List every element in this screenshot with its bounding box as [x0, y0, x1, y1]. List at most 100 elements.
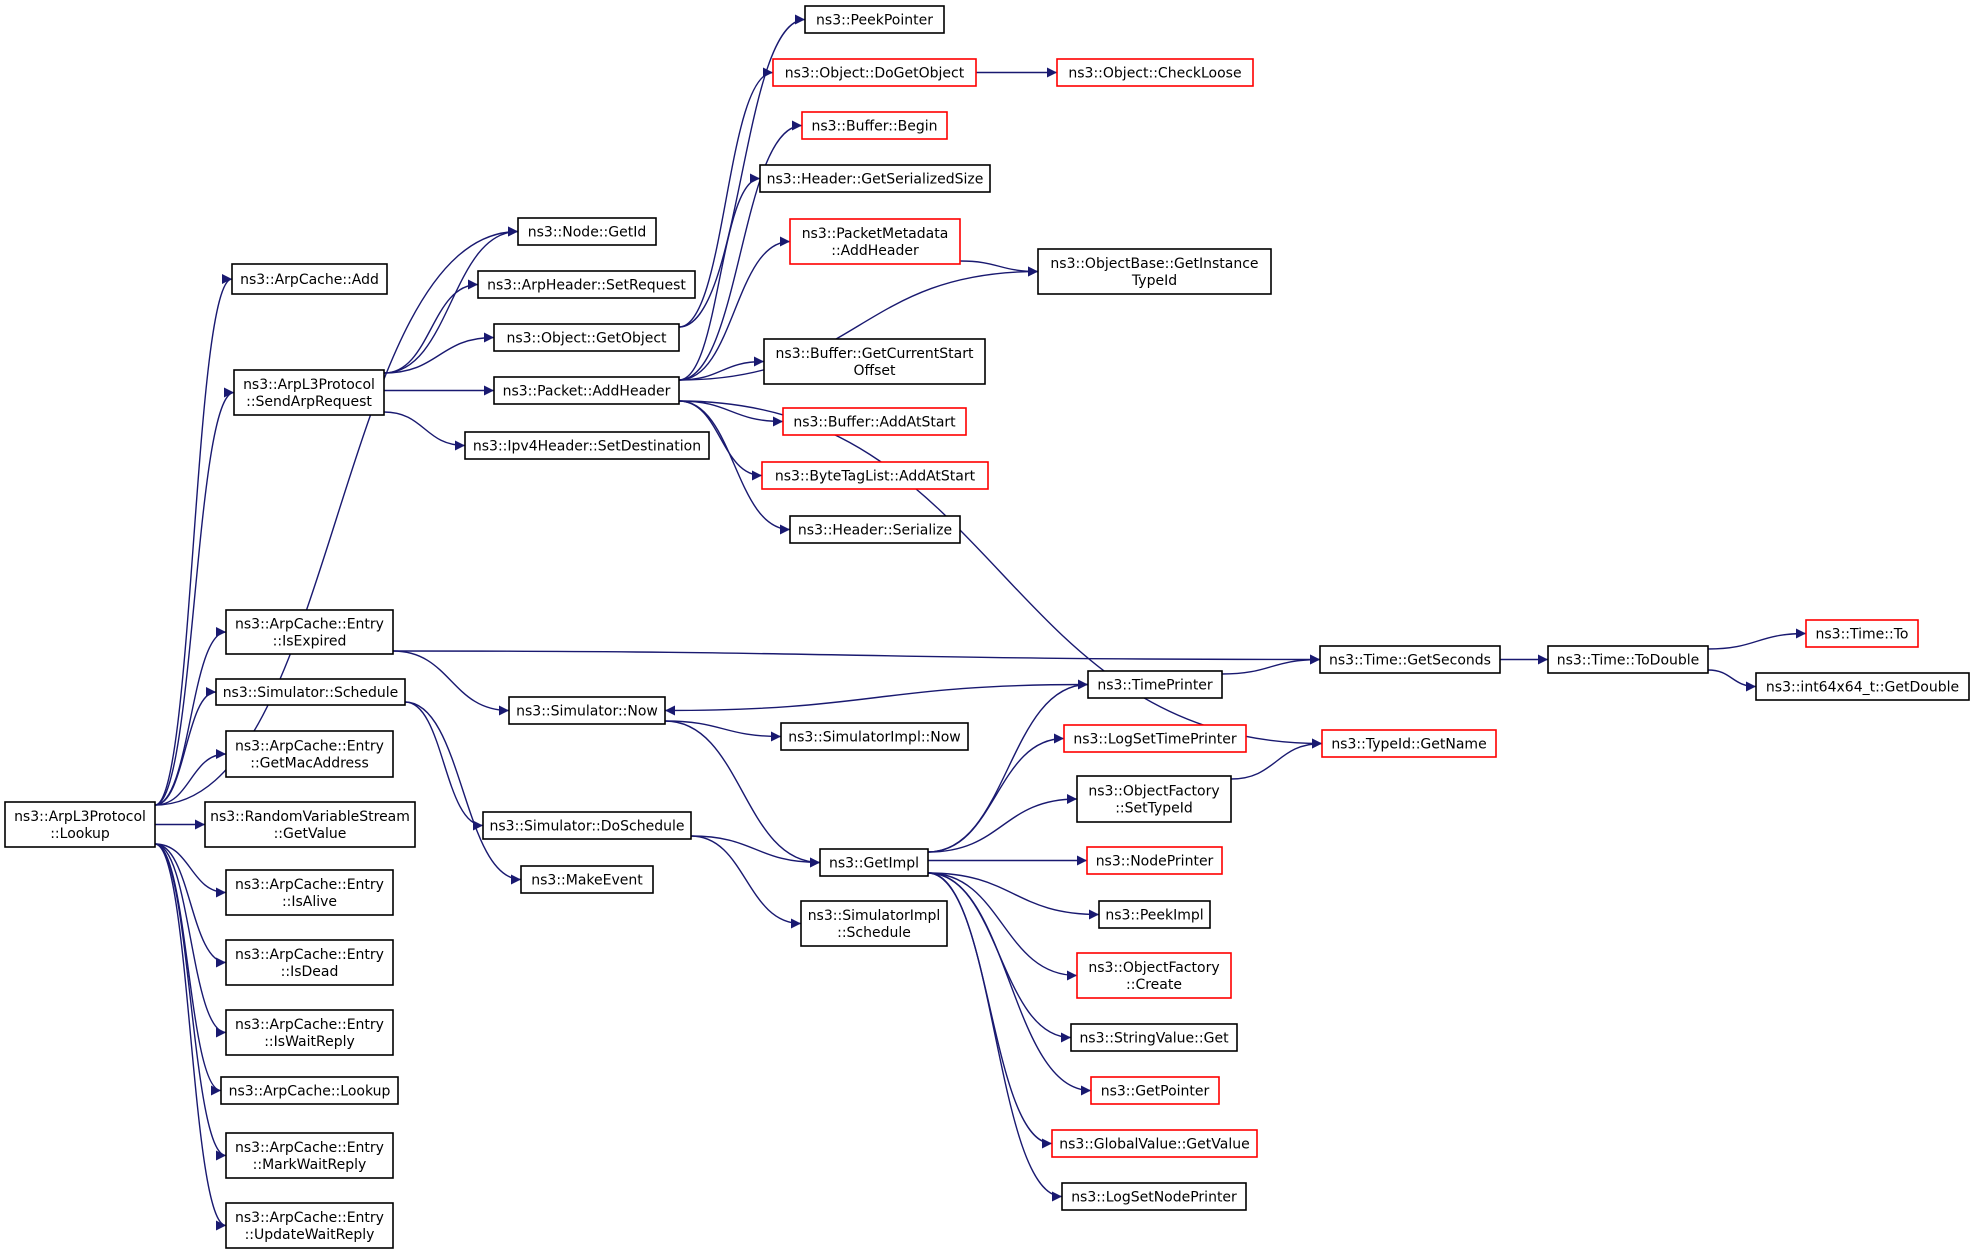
function-node-arpcache-lookup[interactable]: ns3::ArpCache::Lookup — [220, 1076, 399, 1105]
call-edge-lookup-to-isalive — [154, 843, 227, 898]
node-box — [800, 900, 948, 947]
function-node-rvs-getvalue[interactable]: ns3::RandomVariableStream::GetValue — [204, 801, 416, 848]
node-label: ns3::ArpL3Protocol — [14, 809, 146, 825]
function-node-typeid-getname[interactable]: ns3::TypeId::GetName — [1321, 729, 1497, 758]
call-edge-isexpired-to-sim-now — [392, 650, 510, 716]
node-label: ns3::PeekImpl — [1105, 908, 1203, 924]
function-node-sim-schedule[interactable]: ns3::Simulator::Schedule — [215, 678, 406, 706]
node-label: ns3::ArpCache::Add — [240, 272, 379, 288]
node-box — [1086, 846, 1223, 875]
node-box — [772, 58, 977, 87]
function-node-logsetnodeprinter[interactable]: ns3::LogSetNodePrinter — [1061, 1182, 1247, 1211]
function-node-node-getid[interactable]: ns3::Node::GetId — [517, 217, 657, 246]
function-node-stringvalue-get[interactable]: ns3::StringValue::Get — [1070, 1023, 1238, 1052]
node-box — [782, 407, 967, 436]
call-edge-lookup-to-markwaitreply — [154, 843, 227, 1161]
function-node-makeevent[interactable]: ns3::MakeEvent — [520, 865, 654, 894]
function-node-int64-getdouble[interactable]: ns3::int64x64_t::GetDouble — [1755, 672, 1970, 701]
function-node-arpheader-setrequest[interactable]: ns3::ArpHeader::SetRequest — [477, 270, 696, 299]
call-edge-timeprinter-to-sim-now — [664, 683, 1089, 716]
call-edge-lookup-to-sendarp — [154, 387, 235, 806]
call-edge-sendarp-to-node-getid — [383, 226, 519, 374]
node-box — [1319, 645, 1501, 674]
function-node-isalive[interactable]: ns3::ArpCache::Entry::IsAlive — [225, 869, 394, 916]
node-label: ns3::Simulator::DoSchedule — [490, 819, 685, 835]
node-label: ns3::Object::DoGetObject — [785, 66, 965, 82]
call-edge-lookup-to-isdead — [154, 843, 227, 968]
function-node-lookup[interactable]: ns3::ArpL3Protocol::Lookup — [4, 801, 156, 848]
function-node-simimpl-schedule[interactable]: ns3::SimulatorImpl::Schedule — [800, 900, 948, 947]
function-node-isdead[interactable]: ns3::ArpCache::Entry::IsDead — [225, 939, 394, 986]
node-label: ::Lookup — [50, 826, 110, 842]
function-node-arpcache-add[interactable]: ns3::ArpCache::Add — [231, 263, 388, 295]
node-box — [225, 1009, 394, 1056]
node-label: ns3::Ipv4Header::SetDestination — [473, 439, 701, 455]
node-label: ns3::Time::GetSeconds — [1329, 653, 1491, 669]
function-node-of-create[interactable]: ns3::ObjectFactory::Create — [1076, 952, 1232, 999]
call-edge-getimpl-to-getpointer — [927, 872, 1092, 1096]
call-edge-time-todouble-to-time-to — [1707, 628, 1807, 650]
function-node-sim-doschedule[interactable]: ns3::Simulator::DoSchedule — [482, 811, 692, 840]
function-node-logsettimeprinter[interactable]: ns3::LogSetTimePrinter — [1063, 724, 1247, 753]
function-node-time-getseconds[interactable]: ns3::Time::GetSeconds — [1319, 645, 1501, 674]
function-node-globalvalue-getvalue[interactable]: ns3::GlobalValue::GetValue — [1051, 1129, 1258, 1158]
function-node-object-checkloose[interactable]: ns3::Object::CheckLoose — [1056, 58, 1254, 87]
function-node-header-getserializedsize[interactable]: ns3::Header::GetSerializedSize — [759, 164, 991, 193]
call-edge-sim-doschedule-to-simimpl-schedule — [690, 835, 802, 929]
function-node-header-serialize[interactable]: ns3::Header::Serialize — [789, 515, 961, 544]
function-node-buffer-addatstart[interactable]: ns3::Buffer::AddAtStart — [782, 407, 967, 436]
node-label: ::MarkWaitReply — [253, 1157, 367, 1173]
function-node-getimpl[interactable]: ns3::GetImpl — [819, 848, 929, 877]
node-box — [4, 801, 156, 848]
function-node-updatewaitreply[interactable]: ns3::ArpCache::Entry::UpdateWaitReply — [225, 1202, 394, 1249]
function-node-isexpired[interactable]: ns3::ArpCache::Entry::IsExpired — [225, 609, 394, 655]
function-node-peekimpl[interactable]: ns3::PeekImpl — [1098, 900, 1211, 929]
call-edge-packet-addheader-to-header-serialize — [678, 400, 791, 535]
node-box — [508, 696, 666, 725]
call-edge-sim-now-to-simimpl-now — [664, 720, 782, 742]
node-box — [780, 722, 969, 751]
node-box — [220, 1076, 399, 1105]
function-node-pm-addheader[interactable]: ns3::PacketMetadata::AddHeader — [789, 218, 961, 265]
function-node-markwaitreply[interactable]: ns3::ArpCache::Entry::MarkWaitReply — [225, 1132, 394, 1179]
call-edge-sendarp-to-arpheader-setrequest — [383, 279, 479, 374]
node-box — [763, 338, 986, 385]
function-node-packet-addheader[interactable]: ns3::Packet::AddHeader — [493, 376, 680, 405]
node-label: ns3::Time::ToDouble — [1557, 653, 1700, 669]
call-edge-sendarp-to-object-getobject — [383, 332, 495, 374]
function-node-object-getobject[interactable]: ns3::Object::GetObject — [493, 323, 680, 352]
node-box — [1037, 248, 1272, 295]
function-node-time-to[interactable]: ns3::Time::To — [1805, 619, 1919, 648]
node-label: ::IsAlive — [282, 894, 337, 910]
node-box — [759, 164, 991, 193]
function-node-of-settypeid[interactable]: ns3::ObjectFactory::SetTypeId — [1076, 775, 1232, 823]
node-box — [231, 263, 388, 295]
call-edge-packet-addheader-to-header-getserializedsize — [678, 173, 761, 381]
edges-layer — [154, 14, 1807, 1231]
function-node-sendarp[interactable]: ns3::ArpL3Protocol::SendArpRequest — [233, 369, 385, 416]
function-node-getmac[interactable]: ns3::ArpCache::Entry::GetMacAddress — [225, 730, 394, 778]
function-node-buffer-begin[interactable]: ns3::Buffer::Begin — [801, 111, 948, 140]
function-node-sim-now[interactable]: ns3::Simulator::Now — [508, 696, 666, 725]
node-box — [225, 609, 394, 655]
function-node-nodeprinter[interactable]: ns3::NodePrinter — [1086, 846, 1223, 875]
node-label: ns3::ByteTagList::AddAtStart — [775, 469, 976, 485]
function-node-ipv4-setdest[interactable]: ns3::Ipv4Header::SetDestination — [464, 431, 710, 460]
function-node-bytetaglist-addatstart[interactable]: ns3::ByteTagList::AddAtStart — [761, 461, 989, 490]
node-label: ns3::ArpCache::Lookup — [229, 1084, 391, 1100]
function-node-iswaitreply[interactable]: ns3::ArpCache::Entry::IsWaitReply — [225, 1009, 394, 1056]
function-node-simimpl-now[interactable]: ns3::SimulatorImpl::Now — [780, 722, 969, 751]
function-node-getpointer[interactable]: ns3::GetPointer — [1090, 1076, 1220, 1105]
function-node-time-todouble[interactable]: ns3::Time::ToDouble — [1547, 645, 1709, 674]
call-edge-object-getobject-to-peekpointer — [678, 14, 806, 328]
function-node-peekpointer[interactable]: ns3::PeekPointer — [804, 5, 945, 34]
node-box — [1063, 724, 1247, 753]
node-box — [493, 376, 680, 405]
node-label: ns3::PacketMetadata — [802, 226, 949, 242]
node-box — [789, 515, 961, 544]
node-label: ns3::TimePrinter — [1097, 678, 1213, 694]
function-node-timeprinter[interactable]: ns3::TimePrinter — [1087, 670, 1223, 699]
function-node-object-dogetobject[interactable]: ns3::Object::DoGetObject — [772, 58, 977, 87]
